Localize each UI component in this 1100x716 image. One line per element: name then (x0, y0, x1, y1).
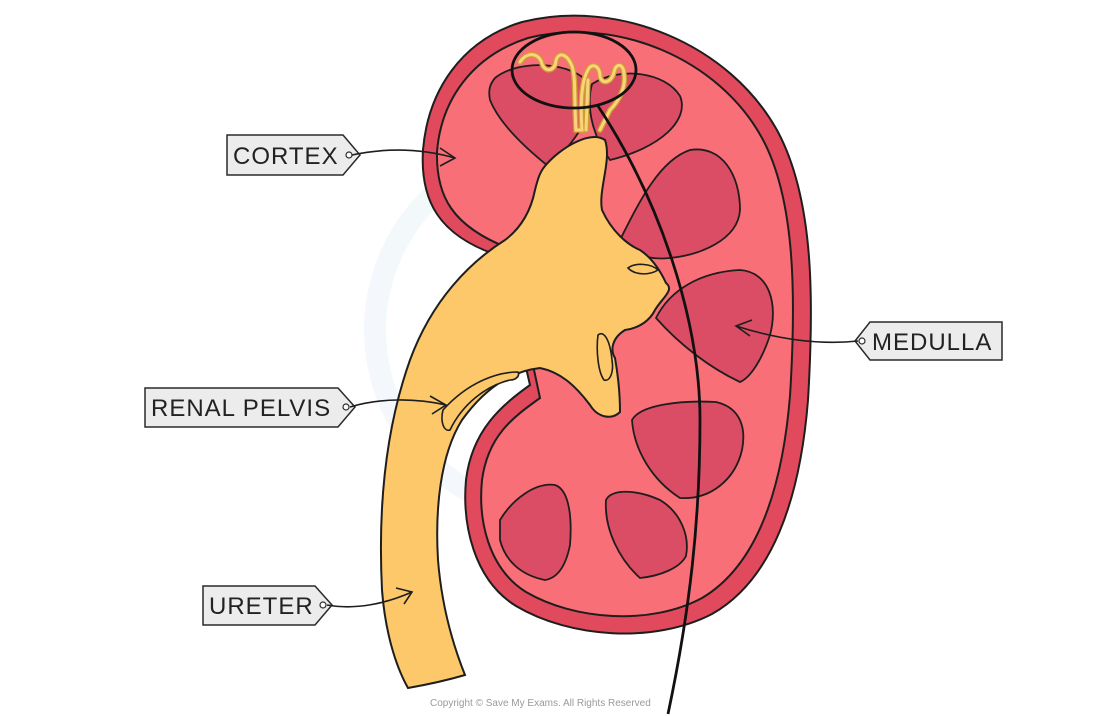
tag-shape (202, 585, 333, 626)
tag-shape (144, 387, 356, 428)
renal-pelvis-ureter (379, 136, 671, 690)
copyright-text: Copyright © Save My Exams. All Rights Re… (430, 698, 651, 709)
renal-pelvis-label-text: RENAL PELVIS (151, 395, 331, 422)
ureter-label-text: URETER (209, 593, 314, 620)
calyx-details (441, 263, 660, 432)
tag-hole (858, 337, 866, 345)
tag-hole (342, 403, 350, 411)
pyramid (631, 400, 745, 499)
cortex-label-text: CORTEX (233, 143, 339, 170)
tag-hole (345, 151, 353, 159)
medulla-pyramids (488, 64, 774, 581)
medulla-arrow (734, 319, 859, 344)
label-cortex: CORTEX (226, 134, 457, 176)
nephron-circle (510, 30, 638, 110)
nephron-pointer-line (596, 105, 702, 715)
pyramid (605, 490, 688, 579)
tag-shape (226, 134, 361, 176)
nephron-highlight (510, 30, 702, 715)
tag-hole (319, 601, 327, 609)
ureter-arrow (326, 587, 414, 608)
pyramid (618, 148, 741, 260)
pyramid (588, 72, 683, 162)
label-ureter: URETER (202, 585, 414, 626)
label-renal-pelvis: RENAL PELVIS (144, 387, 448, 428)
label-medulla: MEDULLA (734, 319, 1003, 361)
tag-shape (854, 321, 1003, 361)
cortex-arrow (351, 147, 457, 167)
pyramid (499, 483, 572, 581)
renal-pelvis-arrow (349, 395, 448, 415)
medulla-label-text: MEDULLA (872, 329, 992, 356)
